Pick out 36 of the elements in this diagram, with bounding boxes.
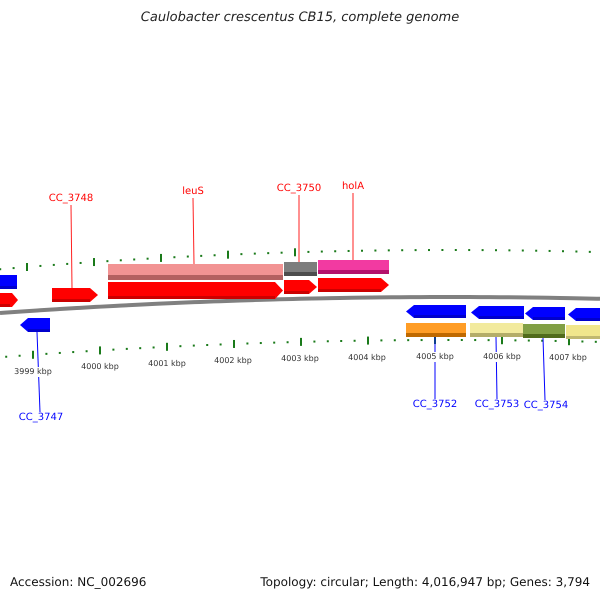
leader-line xyxy=(298,194,300,262)
gene-label: CC_3752 xyxy=(412,399,458,410)
accession-text: Accession: NC_002696 xyxy=(10,575,146,589)
feature-bar xyxy=(523,324,565,338)
feature-bar xyxy=(406,323,466,337)
scale-label: 4001 kbp xyxy=(147,358,187,369)
gene-label: CC_3747 xyxy=(18,412,64,423)
feature-bar xyxy=(284,262,317,276)
leader-line xyxy=(434,336,436,400)
leader-line xyxy=(70,204,72,288)
gene-feature xyxy=(52,288,98,302)
leader-line xyxy=(36,332,40,412)
scale-label: 4007 kbp xyxy=(548,353,588,364)
scale-label: 4000 kbp xyxy=(80,362,120,372)
leader-line xyxy=(192,198,194,264)
feature-bar xyxy=(318,260,389,274)
gene-feature xyxy=(20,318,50,332)
scale-label: 4005 kbp xyxy=(415,352,455,362)
scale-label: 4002 kbp xyxy=(213,356,253,366)
gene-label: CC_3754 xyxy=(524,400,568,411)
leader-line xyxy=(542,338,546,400)
gene-label: CC_3750 xyxy=(276,183,322,194)
gene-label: leuS xyxy=(182,186,204,197)
feature-bar xyxy=(108,264,283,280)
leader-line xyxy=(496,336,498,400)
genome-info-text: Topology: circular; Length: 4,016,947 bp; Genes: 3,794 xyxy=(260,575,590,589)
leader-line xyxy=(352,192,354,260)
scale-label: 3999 kbp xyxy=(13,366,53,377)
gene-label: CC_3753 xyxy=(474,399,520,410)
gene-label: holA xyxy=(342,181,364,192)
feature-bar xyxy=(470,323,523,337)
gene-label: CC_3748 xyxy=(48,193,94,204)
diagram-title: Caulobacter crescentus CB15, complete genome xyxy=(140,10,460,25)
scale-label: 4006 kbp xyxy=(482,352,522,362)
scale-label: 4004 kbp xyxy=(347,352,387,363)
scale-label: 4003 kbp xyxy=(280,354,320,364)
